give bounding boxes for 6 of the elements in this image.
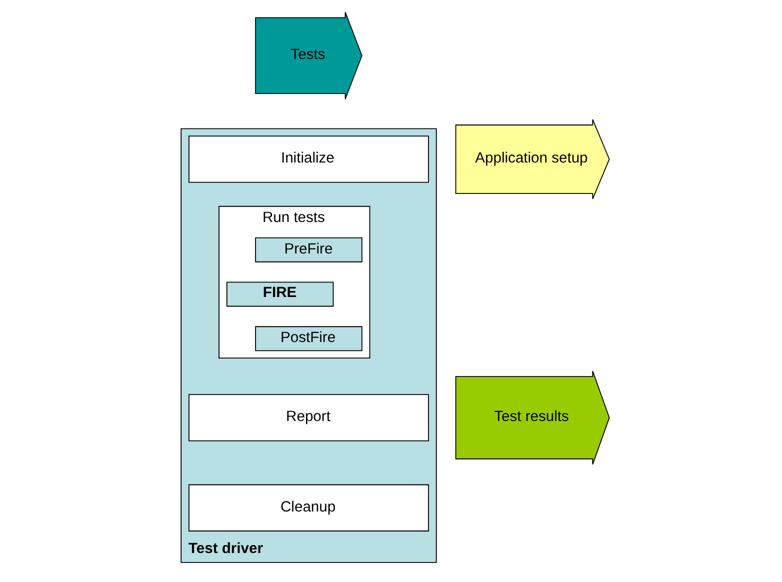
node-box: PostFire [254,326,362,352]
node-box: Cleanup [188,484,428,532]
node-box: FIRE [226,282,334,307]
node-box: Report [188,394,428,442]
node-box: PreFire [254,237,362,262]
node-box: Initialize [188,136,428,183]
